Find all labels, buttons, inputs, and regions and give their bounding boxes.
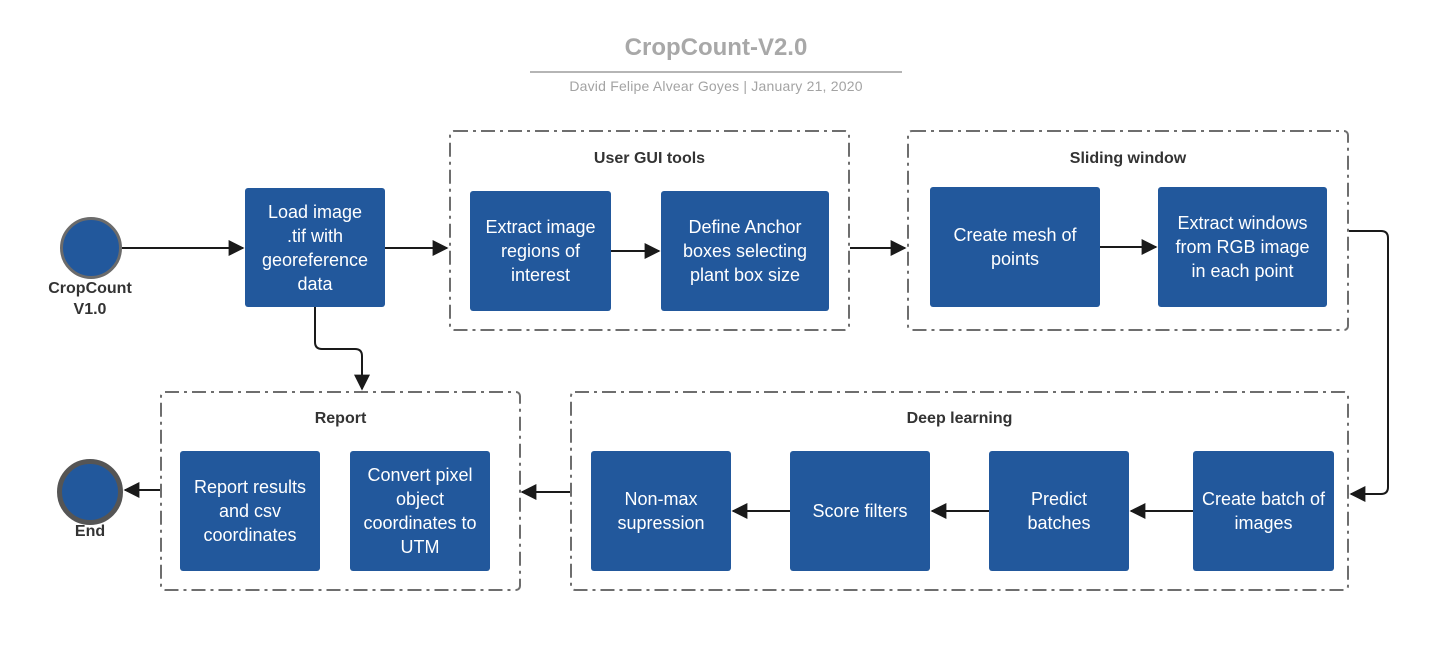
step-define-anchors[interactable]: Define Anchor boxes selecting plant box … (661, 191, 829, 311)
end-node[interactable] (57, 459, 123, 525)
group-label-user-gui-tools: User GUI tools (593, 150, 706, 167)
step-extract-windows[interactable]: Extract windows from RGB image in each p… (1158, 187, 1327, 307)
end-node-label: End (74, 523, 106, 540)
start-node-label: CropCount V1.0 (48, 280, 132, 318)
arrow-sliding-to-deep (1349, 230, 1389, 502)
step-convert-coordinates[interactable]: Convert pixel object coordinates to UTM (350, 451, 490, 571)
step-extract-regions[interactable]: Extract image regions of interest (470, 191, 611, 311)
step-load-image[interactable]: Load image .tif with georeference data (245, 188, 385, 307)
diagram-subtitle: David Felipe Alvear Goyes | January 21, … (569, 78, 863, 94)
step-score-filters[interactable]: Score filters (790, 451, 930, 571)
group-label-sliding-window: Sliding window (1069, 150, 1187, 167)
step-non-max-suppression[interactable]: Non-max supression (591, 451, 731, 571)
diagram-title: CropCount-V2.0 (624, 34, 808, 61)
title-divider (530, 71, 902, 73)
arrow-load-to-report (314, 307, 370, 391)
start-node[interactable] (60, 217, 122, 279)
step-create-mesh[interactable]: Create mesh of points (930, 187, 1100, 307)
group-label-report: Report (314, 410, 367, 427)
step-report-results[interactable]: Report results and csv coordinates (180, 451, 320, 571)
step-predict-batches[interactable]: Predict batches (989, 451, 1129, 571)
step-create-batch[interactable]: Create batch of images (1193, 451, 1334, 571)
group-label-deep-learning: Deep learning (906, 410, 1013, 427)
